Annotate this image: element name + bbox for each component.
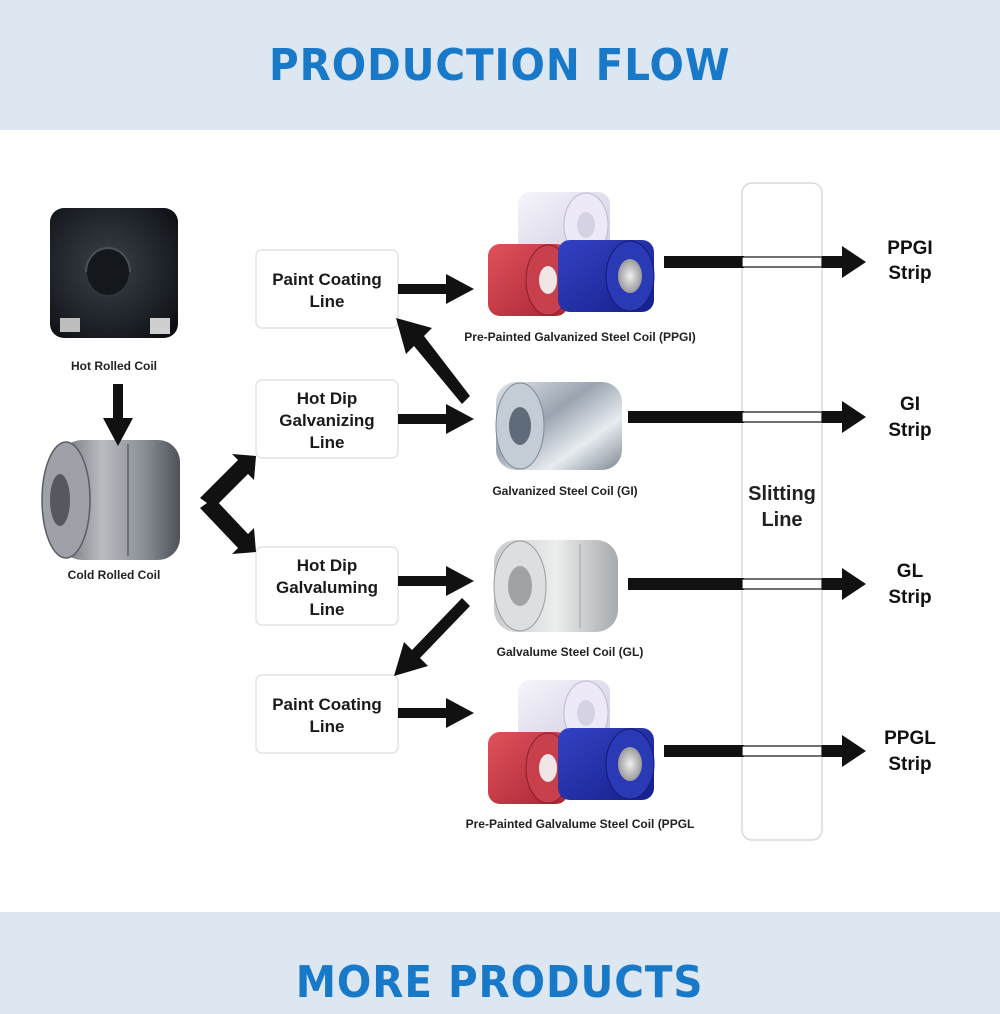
arrow-galvalum-to-gl [398, 566, 474, 596]
output-ppgi-label-1: PPGI [887, 238, 932, 259]
hot-dip-galvaluming-text-1: Hot Dip [297, 556, 357, 575]
hot-dip-galvanizing-text-3: Line [310, 433, 345, 452]
slitting-line-label-2: Line [761, 509, 802, 531]
paint-coating-line-2-box [255, 674, 399, 754]
arrow-paint2-to-ppgl [398, 698, 474, 728]
arrow-hot-to-cold [103, 384, 133, 446]
cold-rolled-coil-image [41, 440, 180, 560]
ppgl-coil-label: Pre-Painted Galvalume Steel Coil (PPGL [466, 817, 695, 831]
ppgi-coil-image [488, 192, 655, 316]
output-ppgi-label-2: Strip [888, 263, 931, 284]
gl-coil-label: Galvalume Steel Coil (GL) [497, 645, 644, 659]
hot-rolled-coil-label: Hot Rolled Coil [71, 359, 157, 373]
arrow-cold-fork [200, 454, 256, 554]
paint-coating-line-2-text-1: Paint Coating [272, 695, 382, 714]
cold-rolled-coil-label: Cold Rolled Coil [68, 568, 161, 582]
arrow-ppgi-to-strip [664, 246, 866, 278]
hot-dip-galvaluming-text-2: Galvaluming [276, 578, 378, 597]
output-ppgl-label-1: PPGL [884, 728, 936, 749]
ppgl-coil-image [488, 680, 655, 804]
flow-arrows [103, 246, 866, 767]
arrow-gl-to-paint2 [394, 598, 470, 676]
arrow-paint1-to-ppgi [398, 274, 474, 304]
output-ppgl-label-2: Strip [888, 754, 931, 775]
gi-coil-label: Galvanized Steel Coil (GI) [492, 484, 637, 498]
gl-coil-image [493, 540, 618, 632]
hot-dip-galvanizing-text-2: Galvanizing [279, 411, 374, 430]
arrow-gl-to-strip [628, 568, 866, 600]
ppgi-coil-label: Pre-Painted Galvanized Steel Coil (PPGI) [464, 330, 695, 344]
arrow-gi-to-paint1 [396, 318, 470, 404]
section-title: MORE PRODUCTS [296, 956, 704, 1008]
header-band: PRODUCTION FLOW [0, 0, 1000, 130]
arrow-gi-to-strip [628, 401, 866, 433]
gi-coil-image [495, 382, 622, 470]
output-gi-label-2: Strip [888, 420, 931, 441]
slitting-line-column [741, 182, 823, 841]
hot-dip-galvanizing-text-1: Hot Dip [297, 389, 357, 408]
hot-rolled-coil-image [50, 208, 178, 338]
arrow-ppgl-to-strip [664, 735, 866, 767]
paint-coating-line-1-text-1: Paint Coating [272, 270, 382, 289]
paint-coating-line-2-text-2: Line [310, 717, 345, 736]
output-gl-label-2: Strip [888, 587, 931, 608]
arrow-galv-to-gi [398, 404, 474, 434]
hot-dip-galvaluming-text-3: Line [310, 600, 345, 619]
output-gi-label-1: GI [900, 394, 920, 415]
paint-coating-line-1-text-2: Line [310, 292, 345, 311]
page-title: PRODUCTION FLOW [269, 39, 731, 91]
paint-coating-line-1-box [255, 249, 399, 329]
output-gl-label-1: GL [897, 561, 924, 582]
footer-band: MORE PRODUCTS [0, 912, 1000, 1014]
slitting-line-label-1: Slitting [748, 483, 816, 505]
